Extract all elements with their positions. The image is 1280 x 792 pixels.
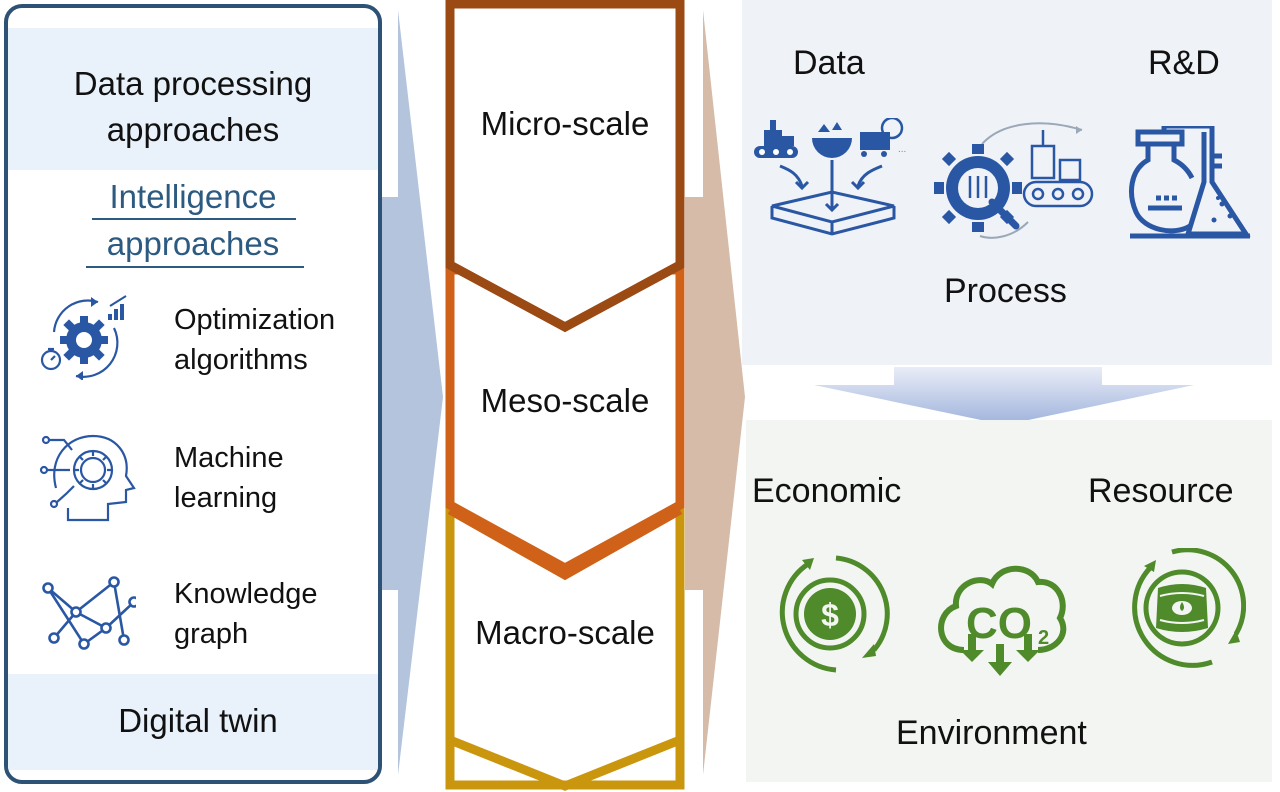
panel-title-line1: Data processing: [73, 65, 313, 102]
co2-cloud-icon: CO 2: [938, 565, 1067, 676]
item-label-line1: Optimization: [174, 304, 336, 336]
left-flow-arrow: [382, 10, 443, 775]
machine-learning-head-icon: [39, 434, 136, 522]
right-flow-arrow: [685, 10, 745, 775]
svg-text:CO: CO: [966, 599, 1032, 648]
optimization-gear-icon: [40, 295, 127, 380]
meso-scale-label: Meso-scale: [480, 382, 650, 419]
underline: [92, 218, 296, 220]
list-item-optimization: Optimization algorithms: [8, 288, 378, 388]
environment-label: Environment: [896, 714, 1087, 752]
panel-title-line2: approaches: [106, 111, 280, 148]
item-label-line1: Knowledge: [174, 578, 318, 610]
list-item-machine-learning: Machine learning: [8, 428, 378, 528]
digital-twin-label: Digital twin: [118, 702, 278, 739]
svg-text:2: 2: [1038, 627, 1049, 649]
economic-label: Economic: [752, 472, 902, 510]
data-integration-icon: ...: [754, 118, 906, 236]
rnd-label: R&D: [1148, 44, 1220, 82]
process-label: Process: [944, 272, 1067, 310]
process-gear-conveyor-icon: [934, 122, 1094, 239]
knowledge-graph-icon: [42, 576, 136, 650]
down-flow-arrow: [814, 367, 1194, 425]
item-label-line2: graph: [174, 618, 249, 650]
item-label-line1: Machine: [174, 442, 284, 474]
micro-scale-label: Micro-scale: [480, 105, 650, 142]
dollar-cycle-icon: $: [779, 555, 890, 673]
item-label-line2: learning: [174, 482, 278, 514]
intelligence-heading-line2: approaches: [106, 225, 280, 262]
list-item-knowledge-graph: Knowledge graph: [8, 568, 378, 668]
svg-text:...: ...: [898, 144, 906, 155]
data-processing-panel: Data processing approaches Intelligence …: [4, 4, 382, 784]
panel-footer-band: Digital twin: [8, 674, 378, 770]
svg-text:$: $: [821, 597, 839, 633]
underline: [86, 266, 304, 268]
item-label-line2: algorithms: [174, 344, 308, 376]
macro-scale-label: Macro-scale: [475, 614, 655, 651]
data-label: Data: [793, 44, 865, 82]
resource-label: Resource: [1088, 472, 1234, 510]
oil-barrel-cycle-icon: [1132, 548, 1246, 668]
lab-flask-icon: [1129, 126, 1251, 239]
intelligence-heading-line1: Intelligence: [109, 178, 277, 215]
panel-header-band: Data processing approaches: [8, 28, 378, 170]
